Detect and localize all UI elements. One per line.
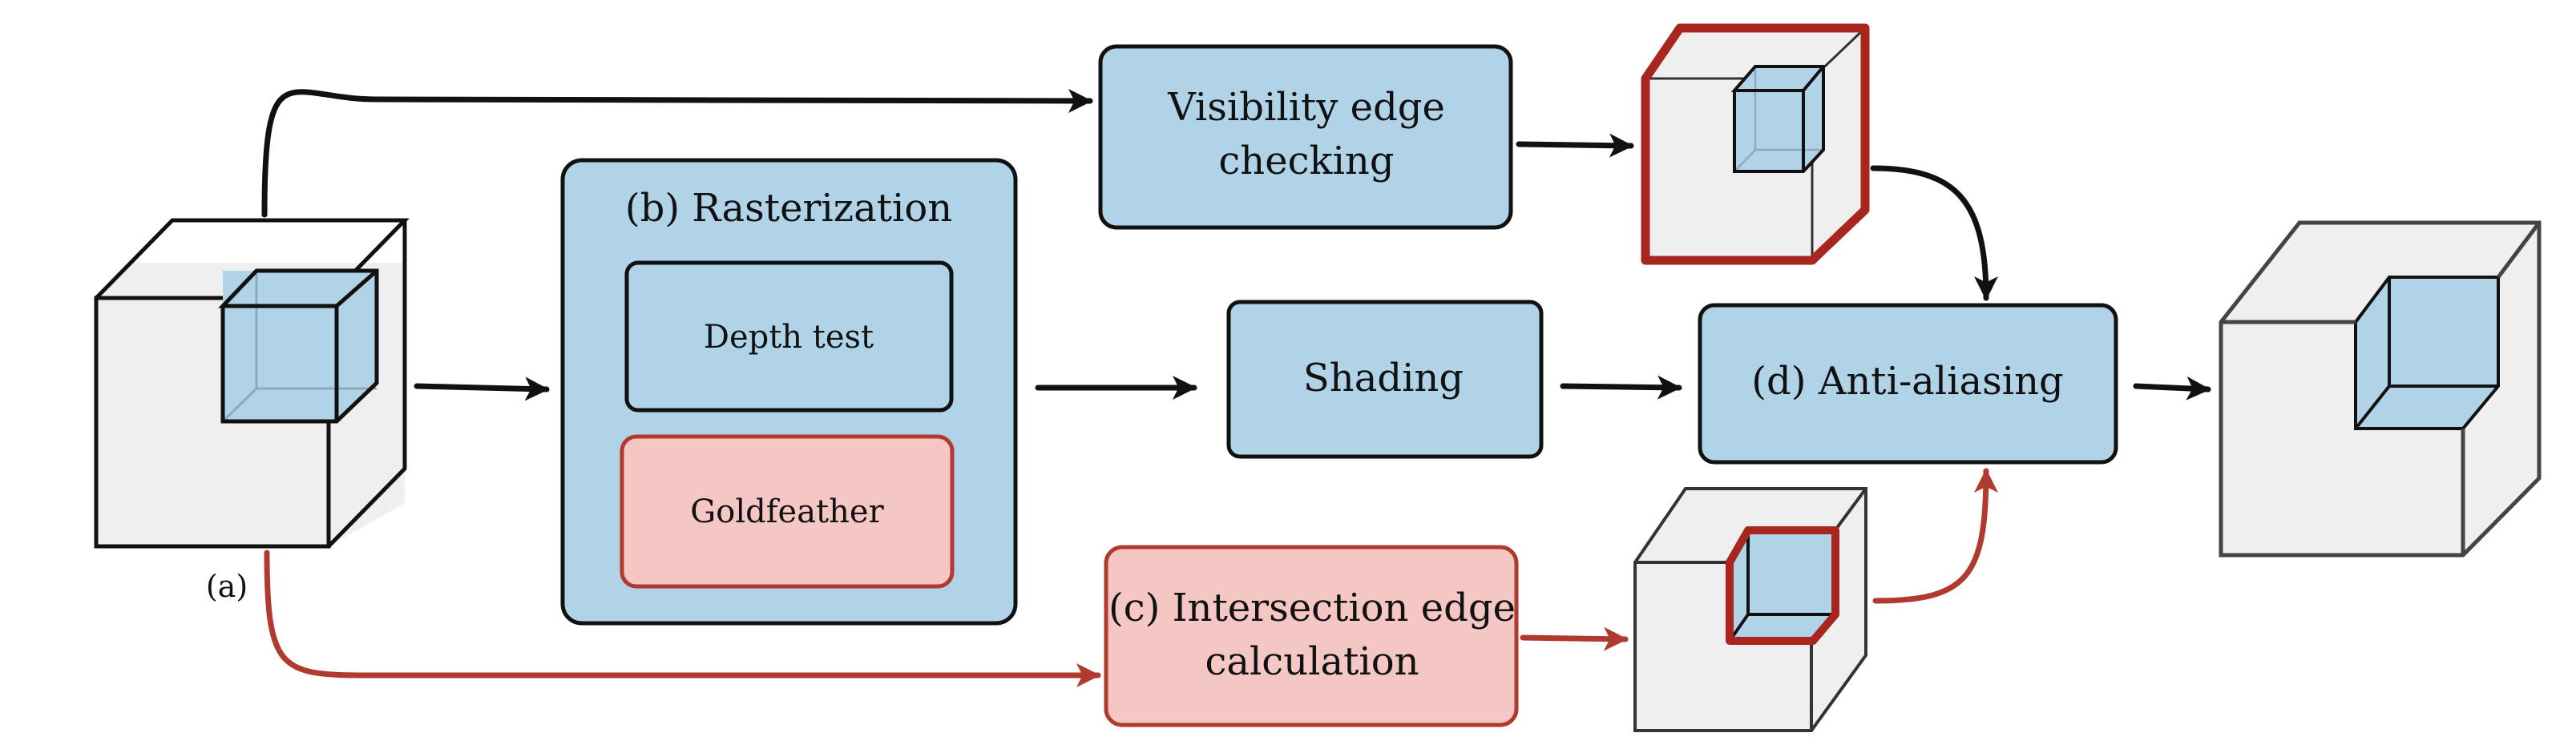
rasterization-title: (b) Rasterization (625, 186, 952, 231)
output-cube-icon (2219, 220, 2542, 558)
inner-cube-icon (218, 268, 379, 424)
input-cube-icon (94, 218, 410, 549)
arrow-input-to-rasterization (414, 376, 550, 401)
goldfeather-box (620, 434, 955, 589)
arrow-visibility-result-to-antialiasing (1870, 165, 1998, 301)
arrow-intersection-result-to-antialiasing (1872, 468, 1998, 604)
depth-test-label: Depth test (704, 319, 874, 356)
depth-test-box (624, 260, 954, 413)
arrow-intersection-to-result (1520, 626, 1629, 651)
intersection-label-line2: calculation (1205, 639, 1419, 684)
intersection-result-cube-icon (1633, 487, 1867, 732)
antialiasing-box (1698, 303, 2118, 465)
visibility-result-cube-icon (1641, 23, 1870, 265)
visibility-box (1098, 44, 1513, 230)
shading-label: Shading (1303, 356, 1464, 401)
arrow-visibility-to-result (1516, 133, 1634, 158)
visibility-label-line2: checking (1218, 139, 1394, 183)
arrows (261, 88, 2211, 687)
intersection-box (1104, 545, 1519, 727)
input-label: (a) (206, 569, 248, 604)
arrow-antialiasing-to-output (2133, 376, 2211, 401)
antialiasing-label: (d) Anti-aliasing (1751, 359, 2063, 404)
visibility-label-line1: Visibility edge (1167, 85, 1445, 130)
shading-box (1226, 300, 1544, 459)
arrow-input-to-intersection (264, 550, 1101, 687)
goldfeather-label: Goldfeather (690, 493, 884, 530)
intersection-label-line1: (c) Intersection edge (1108, 586, 1516, 630)
arrow-input-to-visibility (261, 88, 1093, 218)
arrow-shading-to-antialiasing (1560, 375, 1682, 400)
